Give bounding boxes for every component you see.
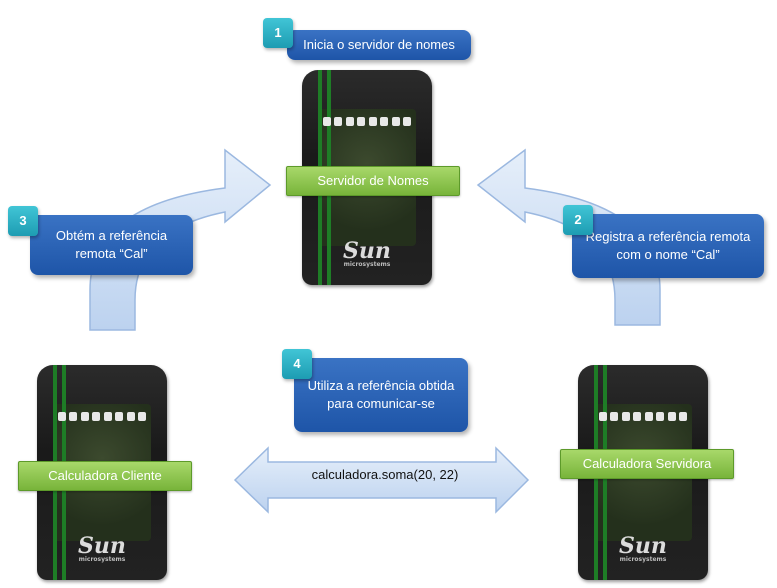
step-4-badge: 4 bbox=[282, 349, 312, 379]
step-4-box: Utiliza a referência obtida para comunic… bbox=[294, 358, 468, 432]
call-arrow-label: calculadora.soma(20, 22) bbox=[311, 467, 459, 482]
step-1-badge: 1 bbox=[263, 18, 293, 48]
step-2-box: Registra a referência remota com o nome … bbox=[572, 214, 764, 278]
server-label: Servidor de Nomes bbox=[286, 166, 460, 196]
step-3-box: Obtém a referência remota “Cal” bbox=[30, 215, 193, 275]
step-1-box: Inicia o servidor de nomes bbox=[287, 30, 471, 60]
double-arrow bbox=[233, 446, 530, 514]
client-label: Calculadora Cliente bbox=[18, 461, 192, 491]
step-3-badge: 3 bbox=[8, 206, 38, 236]
calc-server-label: Calculadora Servidora bbox=[560, 449, 734, 479]
step-2-badge: 2 bbox=[563, 205, 593, 235]
